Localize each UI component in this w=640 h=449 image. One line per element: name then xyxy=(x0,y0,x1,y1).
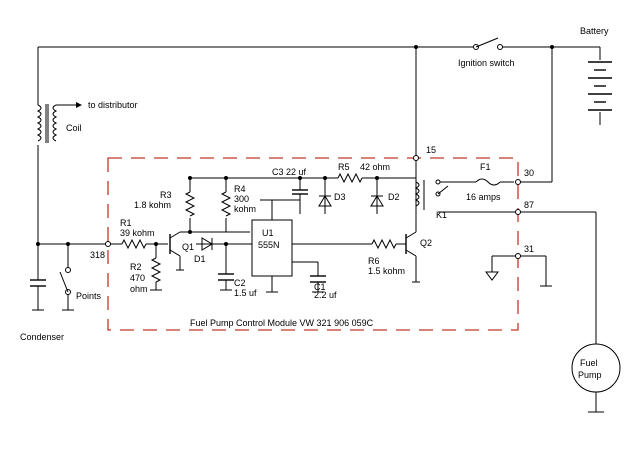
transistor-q2 xyxy=(405,231,420,283)
label-c3: C3 22 uf xyxy=(272,167,307,177)
label-r6-name: R6 xyxy=(368,256,380,266)
label-d2: D2 xyxy=(388,192,400,202)
transistor-q1 xyxy=(169,231,184,271)
label-r1-name: R1 xyxy=(120,218,132,228)
label-r3-name: R3 xyxy=(160,190,172,200)
label-condenser: Condenser xyxy=(20,332,64,342)
diode-d3 xyxy=(318,195,332,207)
label-c2-value: 1.5 uf xyxy=(234,288,257,298)
label-q2: Q2 xyxy=(420,238,432,248)
label-f1-value: 16 amps xyxy=(466,192,501,202)
label-u1-name: U1 xyxy=(262,228,274,238)
label-d1: D1 xyxy=(194,254,206,264)
label-q1: Q1 xyxy=(182,242,194,252)
label-k1: K1 xyxy=(436,210,447,220)
junction-dots xyxy=(36,45,554,259)
label-r2-unit: ohm xyxy=(130,284,148,294)
label-u1-part: 555N xyxy=(258,240,280,250)
label-r2-value: 470 xyxy=(130,273,145,283)
resistor-r6 xyxy=(371,238,397,250)
label-points: Points xyxy=(76,291,102,301)
coil-symbol xyxy=(36,102,82,143)
label-c2-name: C2 xyxy=(234,278,246,288)
resistor-r5 xyxy=(337,172,363,184)
label-terminal-87: 87 xyxy=(524,200,534,210)
wiring xyxy=(37,46,601,412)
label-fuel-pump-line2: Pump xyxy=(578,370,602,380)
resistor-r1 xyxy=(121,238,147,250)
ground-symbols xyxy=(150,271,604,413)
condenser-symbol xyxy=(30,279,46,311)
label-r1-value: 39 kohm xyxy=(120,228,155,238)
label-r4-name: R4 xyxy=(234,184,246,194)
capacitor-c1 xyxy=(310,275,326,283)
capacitor-c3 xyxy=(292,189,308,195)
module-border xyxy=(107,157,519,331)
label-r5: R5 xyxy=(338,162,350,172)
capacitor-c2 xyxy=(218,273,234,281)
resistor-r4 xyxy=(220,191,232,217)
label-r5-value: 42 ohm xyxy=(360,162,390,172)
label-fuel-pump-line1: Fuel xyxy=(580,358,598,368)
label-terminal-31: 31 xyxy=(524,244,534,254)
diode-d2 xyxy=(370,195,384,207)
label-r6-value: 1.5 kohm xyxy=(368,266,405,276)
resistor-r2 xyxy=(150,257,162,283)
battery-symbol xyxy=(588,61,612,111)
fuel-pump-symbol xyxy=(571,343,621,393)
label-coil: Coil xyxy=(66,123,82,133)
label-module-title: Fuel Pump Control Module VW 321 906 059C xyxy=(190,318,374,328)
ignition-switch xyxy=(473,37,503,50)
fuse-f1 xyxy=(475,178,501,186)
label-battery: Battery xyxy=(580,26,609,36)
label-to-distributor: to distributor xyxy=(88,100,138,110)
relay-k1 xyxy=(414,179,449,210)
label-terminal-30: 30 xyxy=(524,168,534,178)
diode-d1 xyxy=(201,237,213,251)
label-f1-name: F1 xyxy=(480,162,491,172)
label-ignition-switch: Ignition switch xyxy=(458,58,515,68)
label-c1-value: 2.2 uf xyxy=(314,290,337,300)
label-r2-name: R2 xyxy=(130,262,142,272)
points-switch xyxy=(59,267,74,311)
resistor-r3 xyxy=(184,191,196,217)
timer-ic-u1 xyxy=(251,219,293,277)
label-r3-value: 1.8 kohm xyxy=(134,200,171,210)
label-r4-unit: kohm xyxy=(234,204,256,214)
label-terminal-15: 15 xyxy=(426,145,436,155)
label-d3: D3 xyxy=(334,192,346,202)
label-terminal-318: 318 xyxy=(90,250,105,260)
label-c1-name: C1 xyxy=(314,282,326,292)
label-r4-value: 300 xyxy=(234,194,249,204)
